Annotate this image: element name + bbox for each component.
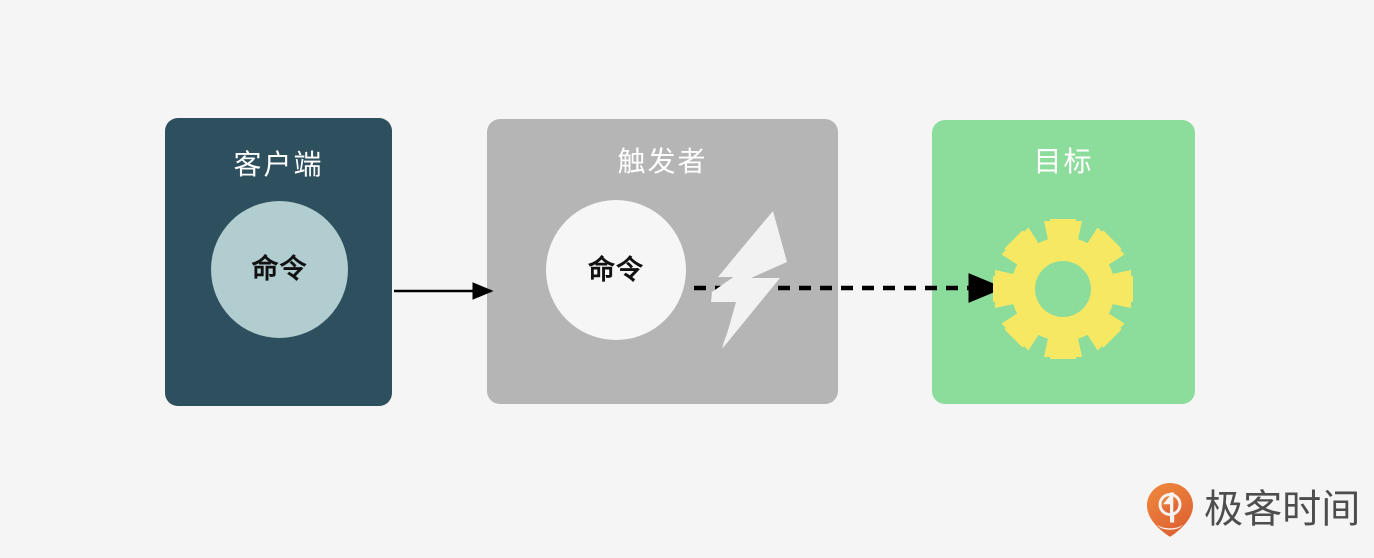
node-trigger-box: 触发者 命令 — [487, 119, 838, 404]
geektime-pin-icon — [1147, 483, 1193, 537]
trigger-command-circle: 命令 — [546, 200, 686, 340]
client-command-circle: 命令 — [211, 201, 348, 338]
node-target-title: 目标 — [1033, 146, 1094, 177]
trigger-command-label: 命令 — [588, 254, 644, 285]
node-client-box: 客户端 命令 — [165, 118, 392, 406]
client-command-label: 命令 — [251, 254, 308, 284]
node-trigger-title: 触发者 — [617, 146, 708, 177]
geektime-wordmark-text: 极客时间 — [1204, 488, 1360, 531]
geektime-wordmark: 极客时间 — [1204, 488, 1360, 531]
node-target-box: 目标 — [932, 120, 1195, 404]
geektime-logo: 极客时间 — [1146, 481, 1360, 538]
node-client-title: 客户端 — [233, 149, 324, 180]
